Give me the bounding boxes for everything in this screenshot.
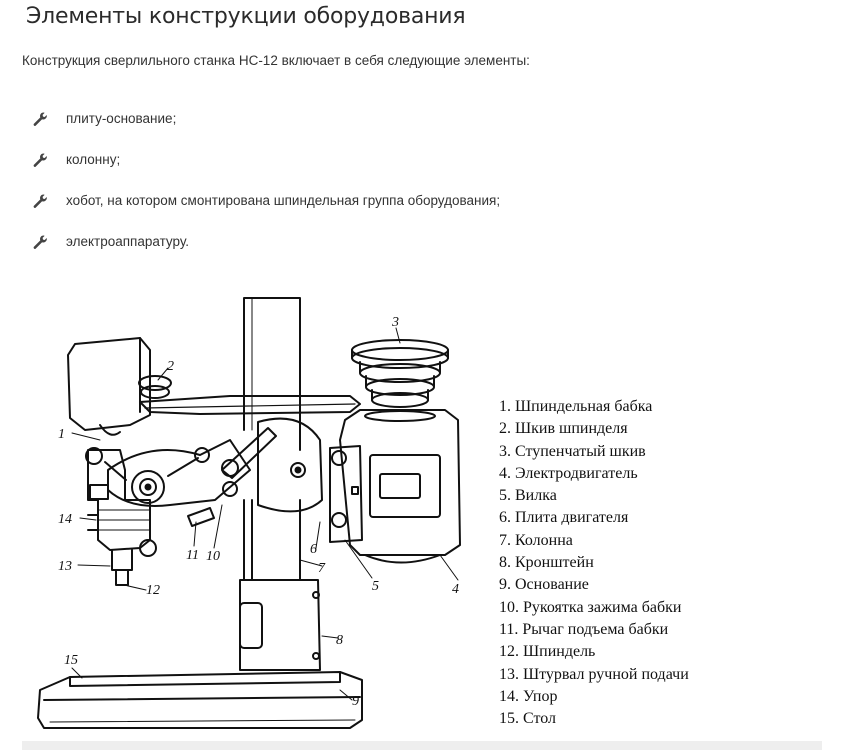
callout-8: 8 xyxy=(336,633,343,648)
legend-item: 12. Шпиндель xyxy=(499,643,596,661)
legend-item: 7. Колонна xyxy=(499,531,573,549)
intro-text: Конструкция сверлильного станка НС-12 вк… xyxy=(22,53,530,68)
legend-item: 13. Штурвал ручной подачи xyxy=(499,665,689,683)
callout-1: 1 xyxy=(58,427,65,442)
callout-3: 3 xyxy=(391,315,399,330)
callout-4: 4 xyxy=(452,582,459,597)
motor-outline xyxy=(339,409,461,556)
callout-10: 10 xyxy=(206,549,220,564)
list-item: плиту-основание; xyxy=(32,98,500,139)
callout-11: 11 xyxy=(186,548,199,563)
legend-item: 5. Вилка xyxy=(499,487,557,505)
bracket-outline xyxy=(239,579,321,671)
legend-item: 15. Стол xyxy=(499,710,557,728)
legend-item: 8. Кронштейн xyxy=(499,554,594,572)
legend-item: 11. Рычаг подъема бабки xyxy=(499,620,669,638)
legend-item: 9. Основание xyxy=(499,576,589,594)
wrench-icon xyxy=(33,235,47,249)
legend-item: 1. Шпиндельная бабка xyxy=(499,398,653,415)
list-item-text: хобот, на котором смонтирована шпиндельн… xyxy=(66,193,501,208)
legend-item: 3. Ступенчатый шкив xyxy=(499,442,646,460)
list-item-text: электроаппаратуру. xyxy=(66,234,190,249)
callout-2: 2 xyxy=(167,359,174,374)
column-outline xyxy=(243,297,301,451)
list-item: хобот, на котором смонтирована шпиндельн… xyxy=(32,180,500,221)
wrench-icon xyxy=(33,112,47,126)
spindle-head xyxy=(67,337,151,431)
callout-15: 15 xyxy=(64,653,78,668)
legend-item: 4. Электродвигатель xyxy=(499,464,638,482)
callout-9: 9 xyxy=(352,694,359,709)
legend-item: 6. Плита двигателя xyxy=(499,509,629,527)
callout-14: 14 xyxy=(58,512,72,527)
element-list: плиту-основание; колонну; хобот, на кото… xyxy=(32,98,500,262)
wrench-icon xyxy=(33,153,47,167)
legend-item: 14. Упор xyxy=(499,687,558,705)
callout-5: 5 xyxy=(372,579,379,594)
callout-6: 6 xyxy=(310,542,317,557)
base-outline xyxy=(37,671,363,729)
parts-legend: 1. Шпиндельная бабка 2. Шкив шпинделя 3.… xyxy=(499,396,689,730)
drill-press-diagram: 3 2 1 4 5 6 7 8 9 10 11 12 13 14 15 xyxy=(37,297,461,729)
legend-item: 2. Шкив шпинделя xyxy=(499,420,628,438)
list-item-text: плиту-основание; xyxy=(66,111,177,126)
page-title: Элементы конструкции оборудования xyxy=(26,4,466,29)
list-item: электроаппаратуру. xyxy=(32,221,500,262)
callout-7: 7 xyxy=(318,561,326,576)
callout-13: 13 xyxy=(58,559,72,574)
wrench-icon xyxy=(33,194,47,208)
list-item: колонну; xyxy=(32,139,500,180)
bottom-divider xyxy=(22,741,822,750)
list-item-text: колонну; xyxy=(66,152,121,167)
legend-item: 10. Рукоятка зажима бабки xyxy=(499,598,682,616)
callout-12: 12 xyxy=(146,583,160,598)
